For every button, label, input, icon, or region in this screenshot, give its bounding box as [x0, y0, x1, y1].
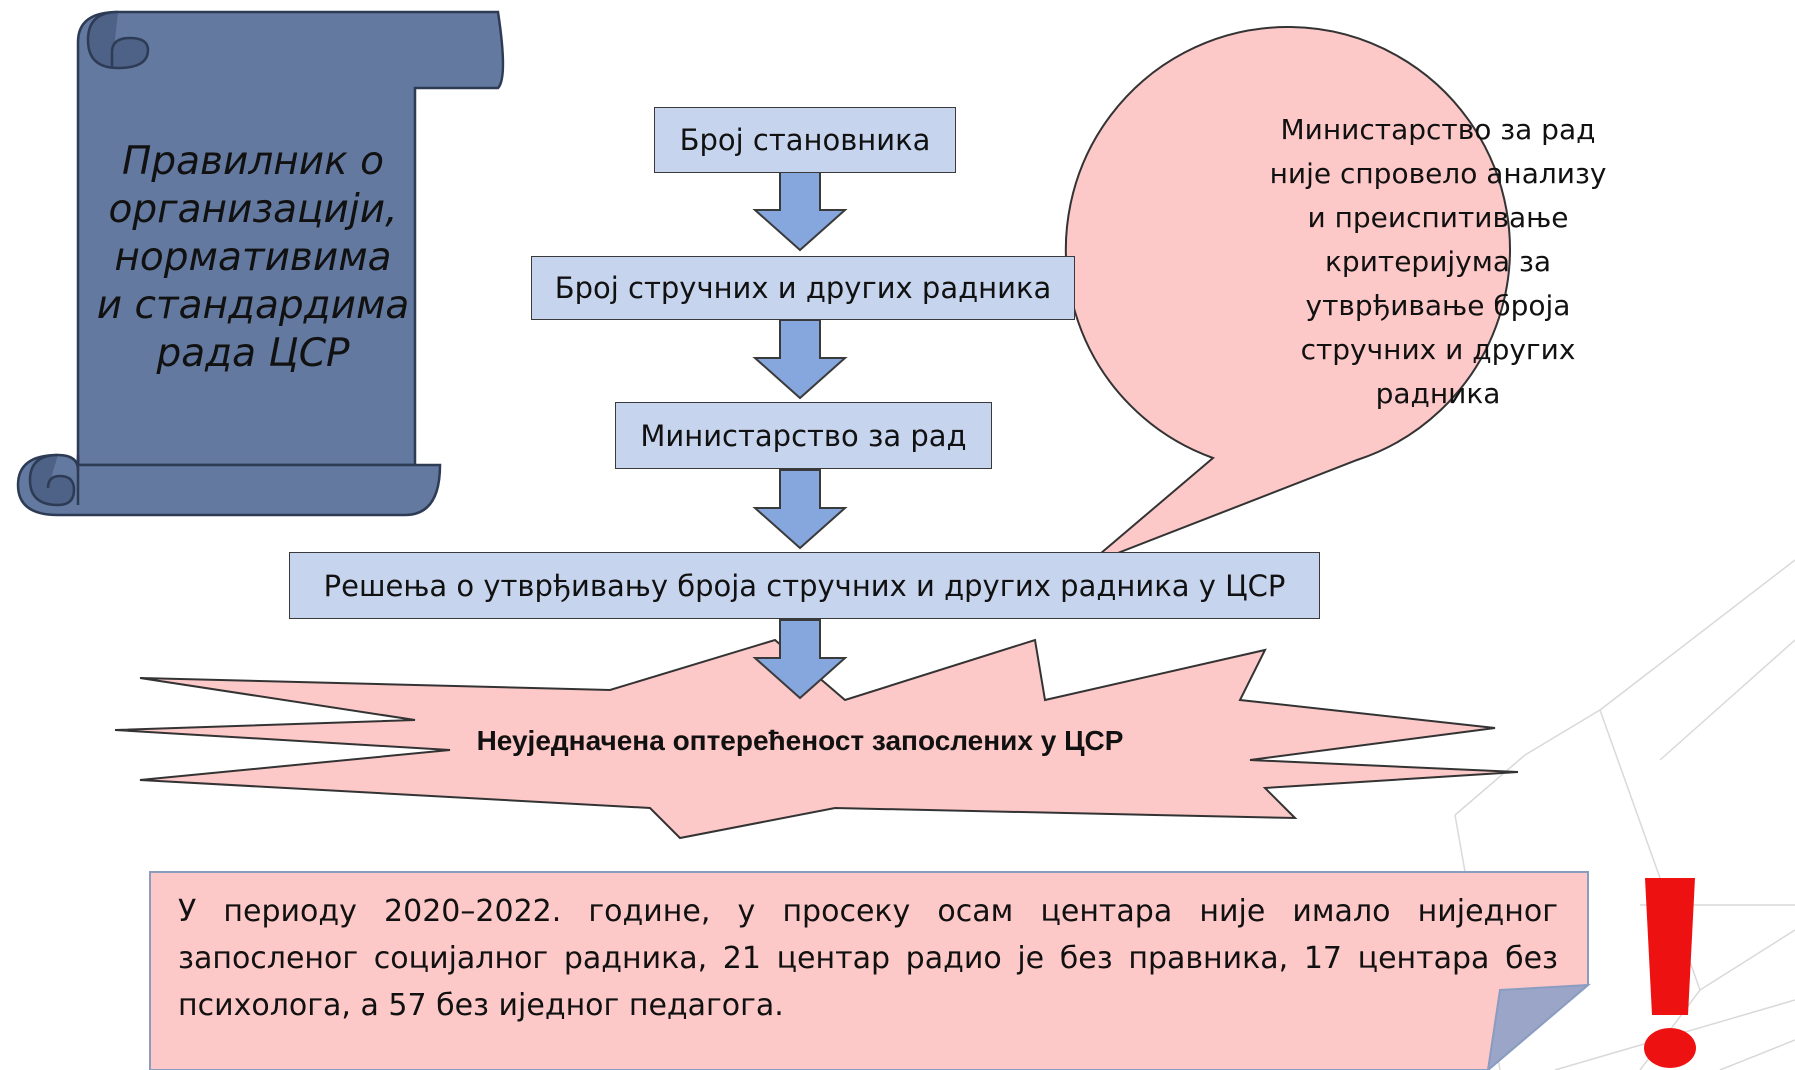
down-arrow-icon — [752, 319, 848, 400]
callout-line: Министарство за рад — [1280, 113, 1596, 146]
regulation-title-line: Правилник о — [122, 139, 384, 184]
callout-text: Министарство за рад није спровело анализ… — [1238, 108, 1638, 416]
flow-step-decisions: Решења о утврђивању броја стручних и дру… — [289, 552, 1320, 619]
note-text: У периоду 2020–2022. године, у просеку о… — [178, 894, 1558, 1023]
flow-step-population: Број становника — [654, 107, 956, 173]
callout-line: радника — [1375, 377, 1501, 410]
callout-line: стручних и других — [1300, 333, 1576, 366]
callout-line: утврђивање броја — [1305, 289, 1571, 322]
callout-line: и преиспитивање — [1307, 201, 1569, 234]
regulation-title-line: и стандардима — [96, 283, 410, 328]
flow-step-workers: Број стручних и других радника — [531, 256, 1075, 320]
down-arrow-icon — [752, 619, 848, 700]
regulation-title-line: организацији, — [108, 187, 398, 232]
regulation-title: Правилник о организацији, нормативима и … — [88, 138, 418, 378]
down-arrow-icon — [752, 469, 848, 550]
down-arrow-icon — [752, 171, 848, 252]
callout-line: критеријума за — [1325, 245, 1551, 278]
callout-line: није спровело анализу — [1269, 157, 1607, 190]
regulation-title-line: рада ЦСР — [156, 331, 350, 376]
regulation-title-line: нормативима — [114, 235, 392, 280]
result-text: Неуједначена оптерећеност запослених у Ц… — [476, 725, 1124, 756]
flow-step-ministry: Министарство за рад — [615, 402, 992, 469]
